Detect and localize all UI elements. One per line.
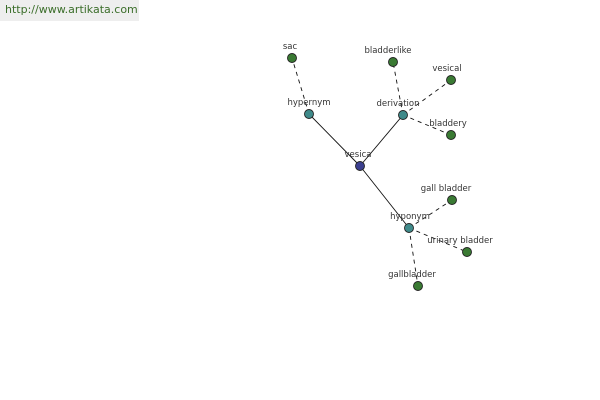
node-label-vesical: vesical bbox=[432, 64, 461, 74]
node-circle-hypernym[interactable] bbox=[304, 109, 314, 119]
node-circle-gallbladder[interactable] bbox=[413, 281, 423, 291]
node-bladderlike[interactable]: bladderlike bbox=[364, 46, 412, 67]
edge-derivation-to-vesical bbox=[402, 79, 452, 116]
node-circle-gall-bladder[interactable] bbox=[447, 195, 457, 205]
node-circle-bladderlike[interactable] bbox=[388, 57, 398, 67]
node-circle-urinary-bladder[interactable] bbox=[462, 247, 472, 257]
nodes-layer: vesica hypernym derivation hyponym sac bladde… bbox=[283, 42, 493, 291]
node-label-hypernym: hypernym bbox=[287, 98, 330, 108]
edge-hyponym-to-urinary-bladder bbox=[408, 227, 468, 253]
site-url-link[interactable]: http://www.artikata.com bbox=[5, 3, 138, 16]
node-urinary-bladder[interactable]: urinary bladder bbox=[427, 236, 493, 257]
node-label-derivation: derivation bbox=[376, 99, 419, 109]
edges-layer bbox=[291, 57, 468, 287]
node-circle-derivation[interactable] bbox=[398, 110, 408, 120]
node-hyponym[interactable]: hyponym bbox=[390, 212, 430, 233]
node-gallbladder[interactable]: gallbladder bbox=[388, 270, 436, 291]
edge-hypernym-to-sac bbox=[291, 57, 310, 115]
node-label-hyponym: hyponym bbox=[390, 212, 430, 222]
edge-vesica-to-hyponym bbox=[359, 165, 410, 229]
node-vesica[interactable]: vesica bbox=[345, 150, 372, 171]
node-sac[interactable]: sac bbox=[283, 42, 298, 63]
node-circle-hyponym[interactable] bbox=[404, 223, 414, 233]
node-circle-vesical[interactable] bbox=[446, 75, 456, 85]
node-vesical[interactable]: vesical bbox=[432, 64, 462, 85]
node-label-sac: sac bbox=[283, 42, 298, 52]
node-label-vesica: vesica bbox=[345, 150, 372, 160]
node-gall-bladder[interactable]: gall bladder bbox=[421, 184, 472, 205]
edge-hyponym-to-gallbladder bbox=[408, 227, 419, 287]
edge-derivation-to-bladdery bbox=[402, 114, 452, 136]
node-hypernym[interactable]: hypernym bbox=[287, 98, 331, 119]
node-label-gall-bladder: gall bladder bbox=[421, 184, 472, 194]
node-circle-bladdery[interactable] bbox=[446, 130, 456, 140]
node-circle-sac[interactable] bbox=[287, 53, 297, 63]
node-label-bladdery: bladdery bbox=[429, 119, 467, 129]
edge-vesica-to-derivation bbox=[359, 114, 404, 167]
node-label-bladderlike: bladderlike bbox=[364, 46, 411, 56]
node-label-urinary-bladder: urinary bladder bbox=[427, 236, 493, 246]
edge-vesica-to-hypernym bbox=[308, 113, 361, 167]
url-bar: http://www.artikata.com bbox=[0, 0, 139, 21]
node-label-gallbladder: gallbladder bbox=[388, 270, 436, 280]
edge-derivation-to-bladderlike bbox=[392, 61, 404, 116]
node-bladdery[interactable]: bladdery bbox=[429, 119, 467, 140]
node-derivation[interactable]: derivation bbox=[376, 99, 420, 120]
node-circle-vesica[interactable] bbox=[355, 161, 365, 171]
edge-hyponym-to-gall-bladder bbox=[408, 199, 453, 229]
